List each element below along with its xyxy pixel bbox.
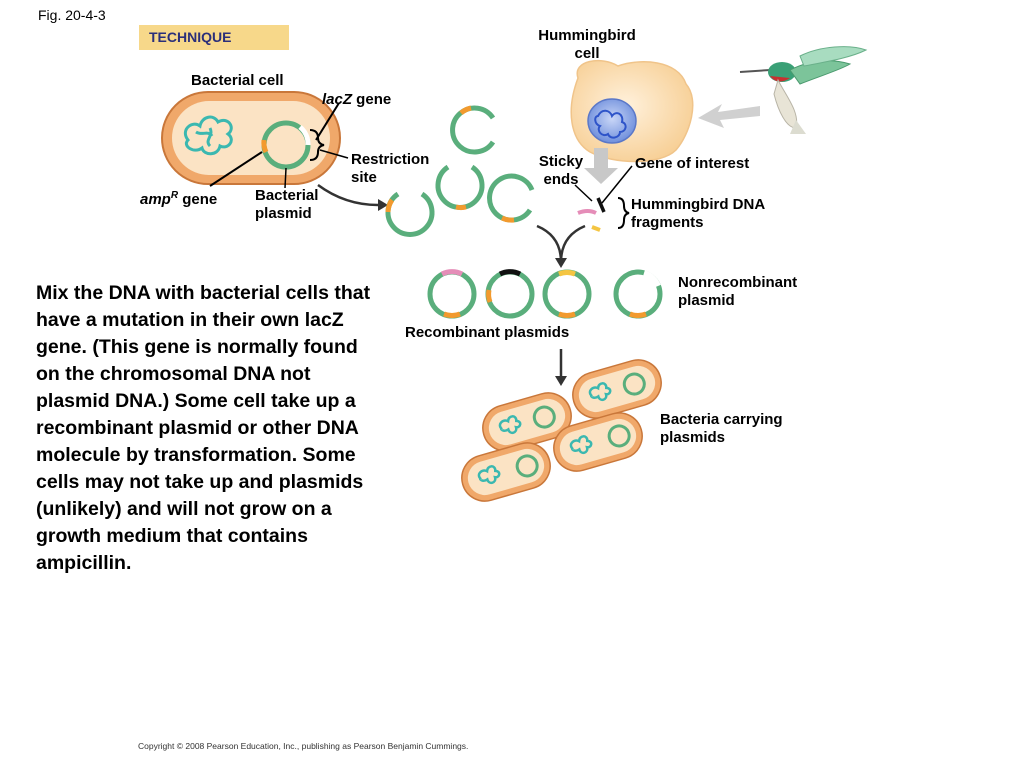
hummingbird-cell: [570, 59, 694, 163]
label-nonrecombinant-plasmid: Nonrecombinant plasmid: [678, 274, 798, 309]
label-sticky-ends: Sticky ends: [538, 153, 584, 188]
arrow-icon: [584, 104, 760, 184]
plasmid-row: [427, 269, 663, 319]
label-recombinant-plasmids: Recombinant plasmids: [405, 324, 570, 341]
lacz-suffix: gene: [352, 91, 392, 108]
lacz-italic: lacZ: [322, 91, 353, 108]
label-hummingbird-dna-fragments: Hummingbird DNA fragments: [631, 196, 765, 231]
label-gene-of-interest: Gene of interest: [635, 155, 750, 172]
label-hummingbird-cell: Hummingbird cell: [538, 27, 636, 62]
amp-italic: amp: [140, 191, 171, 208]
label-restriction-site: Restriction site: [351, 151, 430, 186]
hummingbird-icon: [739, 46, 868, 134]
amp-superscript: R: [170, 190, 179, 201]
label-amp-gene: ampR gene: [140, 187, 217, 209]
copyright-notice: Copyright © 2008 Pearson Education, Inc.…: [138, 741, 469, 751]
cut-plasmids: [385, 105, 535, 237]
technique-label: TECHNIQUE: [139, 25, 289, 50]
label-lacz-gene: lacZ gene: [322, 91, 391, 109]
bacteria-group: [461, 359, 662, 502]
label-bacterial-cell: Bacterial cell: [191, 72, 284, 89]
instruction-paragraph: Mix the DNA with bacterial cells that ha…: [36, 282, 371, 574]
label-bacterial-plasmid: Bacterial plasmid: [255, 187, 319, 222]
amp-suffix: gene: [178, 191, 218, 208]
label-bacteria-carrying-plasmids: Bacteria carrying plasmids: [660, 411, 783, 446]
bacterial-cell: [161, 91, 341, 185]
dna-fragments: [574, 165, 633, 232]
figure-label: Fig. 20-4-3: [38, 7, 106, 23]
